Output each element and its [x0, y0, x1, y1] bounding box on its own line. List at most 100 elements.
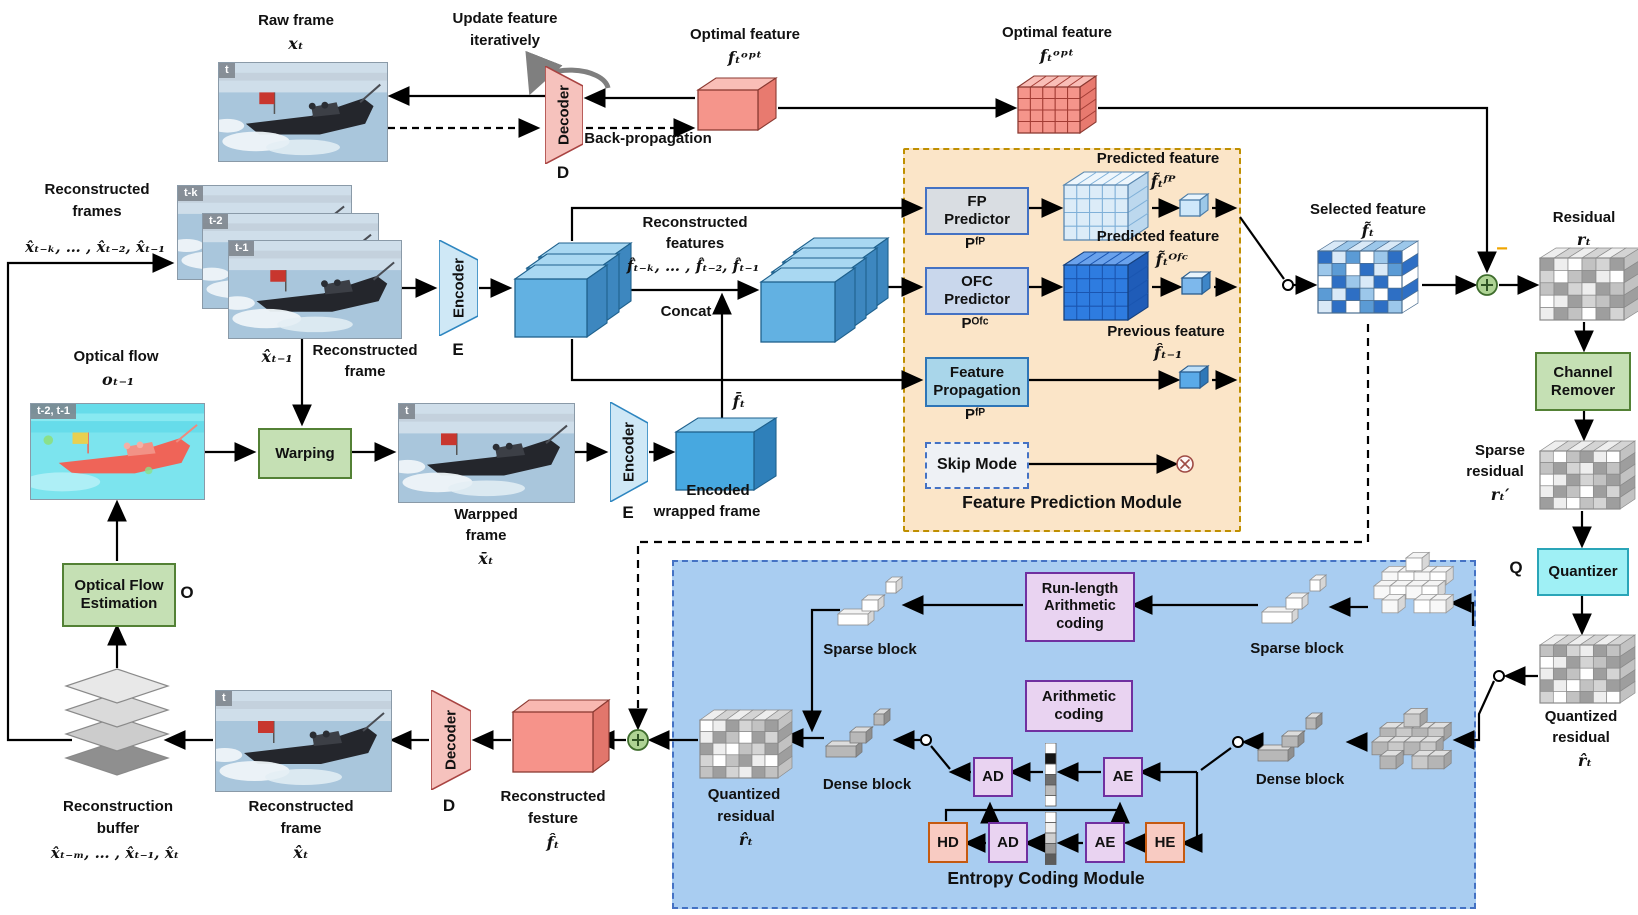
buffer-title: buffer: [96, 820, 140, 837]
warping-box: Warping: [258, 428, 352, 479]
decoder-sub: D: [556, 163, 570, 182]
optimal-feature-grid-cube: [1016, 74, 1098, 135]
box-label: Skip Mode: [936, 456, 1017, 474]
optimal-feature-math: fₜᵒᵖᵗ: [727, 48, 763, 67]
eqr-title: Quantized: [707, 786, 781, 803]
ofc-predictor-box: OFC Predictor: [925, 267, 1029, 315]
fp-small-cube: [1178, 192, 1210, 218]
encoded-wrapped-frame-cube: [674, 416, 778, 492]
box-label: Arithmetic: [1044, 598, 1116, 615]
raw-frame-image: [218, 62, 388, 162]
predicted-feature-title: Predicted feature: [1096, 150, 1220, 167]
frame-tag: t-k: [178, 186, 204, 201]
box-label: Remover: [1550, 381, 1616, 399]
optimal-feature-cube: [696, 76, 778, 132]
optical-flow-image: [30, 403, 205, 500]
sparse-cubes-cluster: [1368, 550, 1464, 625]
predicted-feature-ofc-cube: [1062, 250, 1150, 322]
box-label: AE: [1094, 833, 1116, 851]
backprop-label: Back-propagation: [584, 130, 712, 147]
selected-feature-math: f̃ₜ: [1361, 221, 1375, 240]
box-label: OFC: [961, 273, 993, 291]
ofe-sub: O: [180, 583, 194, 602]
recon-frame-bottom-math: x̂ₜ: [293, 843, 309, 862]
reconstructed-frame-image: [215, 690, 392, 792]
flow-tag: t-2, t-1: [31, 404, 76, 419]
recon-frame-bottom-title: Reconstructed: [248, 798, 354, 815]
ad2-box: AD: [988, 822, 1028, 863]
predicted-feature-title: Predicted feature: [1096, 228, 1220, 245]
box-label: Predictor: [944, 211, 1010, 228]
recon-frame-title: Reconstructed: [312, 342, 418, 359]
box-label: Feature: [949, 364, 1005, 382]
box-label: coding: [1056, 615, 1104, 632]
encoder-2: Encoder: [610, 402, 648, 502]
dense-cubes-cluster: [1366, 706, 1462, 781]
encoder-1: Encoder: [439, 240, 478, 336]
sparse-residual-title: residual: [1466, 463, 1524, 480]
sparse-block-left: [836, 570, 908, 637]
warped-frame-image: [398, 403, 575, 503]
box-label: Run-length: [1041, 581, 1119, 598]
raw-frame-title: Raw frame: [258, 12, 334, 29]
raw-frame-math: xₜ: [288, 34, 304, 53]
selected-feature-cube: [1316, 240, 1420, 314]
box-label: Optical Flow: [74, 577, 164, 595]
frame-t-1-image: [228, 240, 402, 339]
prop-sub: Pᶠᴾ: [965, 406, 985, 423]
recon-frame-bottom-title: frame: [280, 820, 322, 837]
optical-flow-title: Optical flow: [73, 348, 159, 365]
quantized-residual-title: residual: [1552, 729, 1610, 746]
sparse-residual-title: Sparse: [1474, 442, 1526, 459]
buffer-title: Reconstruction: [62, 798, 174, 815]
frame-tag: t: [399, 404, 415, 419]
fp-predictor-box: FP Predictor: [925, 187, 1029, 235]
fp-sub: Pᶠᴾ: [965, 235, 985, 252]
sparse-block-label: Sparse block: [1250, 640, 1344, 657]
update-feature-label: Update feature: [452, 10, 558, 27]
dense-block-right: [1256, 706, 1328, 773]
arithmetic-coding-box: Arithmetic coding: [1025, 680, 1133, 732]
recon-features-title: Reconstructed: [642, 214, 748, 231]
previous-feature-math: f̂ₜ₋₁: [1153, 343, 1183, 362]
recon-features-title: features: [665, 235, 725, 252]
warped-title: Warpped: [454, 506, 518, 523]
quantized-residual-cube: [1538, 634, 1637, 704]
residual-cube: [1538, 247, 1638, 321]
optimal-feature-math: fₜᵒᵖᵗ: [1039, 46, 1075, 65]
optimal-feature-title: Optimal feature: [689, 26, 801, 43]
recon-feature-title: Reconstructed: [500, 788, 606, 805]
recon-feature-title: festure: [527, 810, 579, 827]
predicted-feature-math: f̃ₜᴼᶠᶜ: [1155, 250, 1189, 269]
optical-flow-estimation-box: Optical Flow Estimation: [62, 563, 176, 627]
ofc-small-cube: [1180, 270, 1212, 296]
dense-block-left: [824, 702, 896, 769]
encoded-title: wrapped frame: [653, 503, 761, 520]
ad-box: AD: [973, 757, 1013, 797]
optimal-feature-title: Optimal feature: [1001, 24, 1113, 41]
fp-module-title: Feature Prediction Module: [962, 492, 1182, 512]
minus-sign: −: [1496, 238, 1508, 260]
frame-tag: t: [219, 63, 235, 78]
box-label: FP: [967, 193, 987, 211]
entropy-quantized-residual-cube: [698, 709, 794, 779]
encoded-title: Encoded: [686, 482, 750, 499]
recon-feature-math: f̂ₜ: [546, 833, 560, 852]
residual-title: Residual: [1552, 209, 1616, 226]
eqr-title: residual: [717, 808, 775, 825]
he-box: HE: [1145, 822, 1185, 863]
buffer-math: x̂ₜ₋ₘ, … , x̂ₜ₋₁, x̂ₜ: [50, 844, 180, 862]
encoder-label: Encoder: [450, 257, 467, 319]
box-label: Predictor: [944, 291, 1010, 308]
predicted-feature-math: f̃ₜᶠᴾ: [1150, 172, 1176, 191]
warped-math: x̄ₜ: [478, 549, 494, 568]
selected-feature-title: Selected feature: [1310, 201, 1426, 218]
ae-box: AE: [1103, 757, 1143, 797]
previous-feature-title: Previous feature: [1107, 323, 1225, 340]
bitstream-bar-1: [1044, 742, 1057, 812]
warped-title: frame: [465, 527, 507, 544]
sparse-residual-cube: [1538, 440, 1637, 510]
predicted-feature-fp-cube: [1062, 170, 1150, 242]
